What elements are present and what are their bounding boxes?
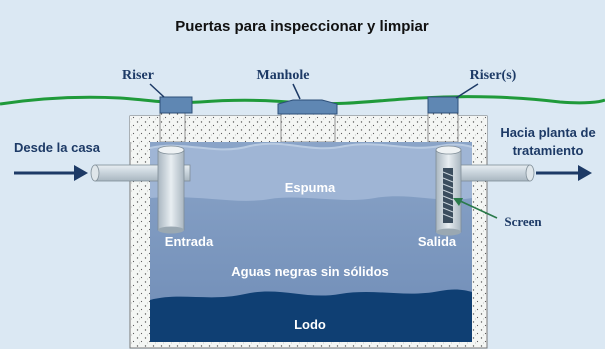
inlet-label: Entrada bbox=[165, 234, 214, 249]
outlet-pipe bbox=[435, 145, 535, 236]
outlet-dest-label-1: Hacia planta de bbox=[500, 125, 595, 140]
inlet-source-label: Desde la casa bbox=[14, 140, 101, 155]
screen-label: Screen bbox=[504, 214, 542, 229]
riser-left-label: Riser bbox=[122, 68, 154, 83]
manhole-cap bbox=[277, 99, 338, 115]
label-arrows bbox=[149, 83, 479, 100]
diagram-title: Puertas para inspeccionar y limpiar bbox=[175, 18, 429, 35]
sludge-label: Lodo bbox=[294, 317, 326, 332]
manhole-label: Manhole bbox=[257, 68, 310, 83]
tank-interior bbox=[149, 142, 473, 342]
riser-right-label: Riser(s) bbox=[470, 68, 517, 83]
outlet-screen bbox=[442, 168, 454, 223]
outlet-dest-label-2: tratamiento bbox=[513, 143, 584, 158]
sludge-layer bbox=[150, 289, 472, 342]
outlet-label: Salida bbox=[418, 234, 457, 249]
riser-caps bbox=[159, 96, 459, 115]
outlet-arrow bbox=[536, 165, 592, 181]
inlet-pipe bbox=[90, 145, 191, 234]
effluent-label: Aguas negras sin sólidos bbox=[231, 264, 389, 279]
inlet-arrow bbox=[14, 165, 88, 181]
riser-cap-right bbox=[427, 96, 459, 114]
screen-pointer bbox=[453, 198, 498, 219]
riser-cap-left bbox=[159, 96, 193, 114]
scum-label: Espuma bbox=[285, 180, 336, 195]
scum-layer bbox=[150, 143, 472, 201]
